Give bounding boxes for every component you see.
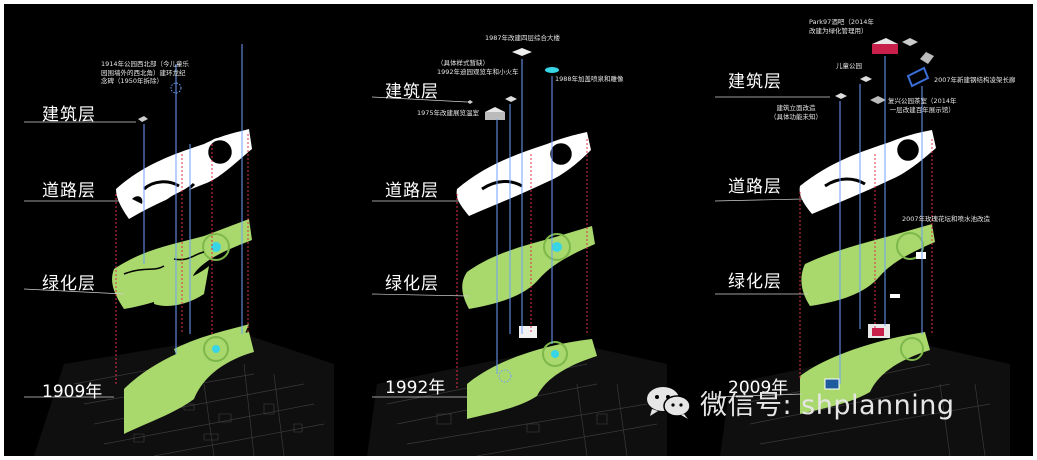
annotation-steel-corridor-2007: 2007年新建钢结构凌架长廊 (934, 76, 1016, 84)
label-building-layer: 建筑层 (42, 105, 96, 125)
annotation-rose-garden-2007: 2007年玫瑰花坛和喷水池改造 (902, 215, 991, 223)
base-green-layer (467, 339, 597, 419)
label-building-layer: 建筑层 (728, 72, 782, 92)
guide-lines (456, 59, 588, 389)
base-green-layer (124, 332, 254, 434)
panel-2009: Park97酒吧（2014年 改建为绿化管理用） 儿童公园 2007年新建钢结构… (690, 4, 1033, 456)
label-year: 2009年 (728, 378, 789, 398)
annotation-park97-bar: Park97酒吧（2014年 改建为绿化管理用） (809, 18, 874, 35)
road-layer (799, 130, 936, 214)
green-layer (462, 226, 595, 309)
annotation-childrens-park: 儿童公园 (836, 62, 862, 70)
annotation-teahouse: 复兴公园茶室（2014年 一层改建百年展示馆） (888, 97, 957, 114)
building-layer (467, 48, 559, 120)
building-layer-marker (138, 116, 148, 122)
road-layer (116, 129, 252, 219)
watermark-text: 微信号: shplanning (700, 389, 955, 421)
annotation-building-1987: 1987年改建四层综合大楼 (485, 34, 561, 42)
label-green-layer: 绿化层 (385, 274, 439, 294)
panel-1992-graphic (367, 48, 667, 456)
label-building-layer: 建筑层 (385, 82, 439, 102)
panel-1909: 1914年公园西北部（今儿童乐 园围墙外的西北角）建环龙纪 念碑（1950年拆除… (4, 4, 347, 456)
monument-marker-icon (170, 82, 182, 94)
label-road-layer: 道路层 (728, 177, 782, 197)
panel-1992: 1987年改建四层综合大楼 （具体样式暂缺） 1992年迪园观览车和小火车 19… (347, 4, 690, 456)
label-road-layer: 道路层 (385, 181, 439, 201)
label-year: 1992年 (385, 378, 446, 398)
label-road-layer: 道路层 (42, 181, 96, 201)
annotation-fountain-1988: 1988年加盖喷泉和雕像 (555, 75, 624, 83)
road-layer (456, 132, 591, 216)
annotation-monument: 1914年公园西北部（今儿童乐 园围墙外的西北角）建环龙纪 念碑（1950年拆除… (101, 60, 190, 85)
label-green-layer: 绿化层 (42, 274, 96, 294)
label-year: 1909年 (42, 382, 103, 402)
guide-lines (115, 44, 249, 384)
annotation-greenhouse-1975: 1975年改建展览温室 (417, 109, 480, 117)
panel-1909-graphic (23, 44, 334, 456)
green-layer (801, 224, 935, 306)
diagram-frame: 1914年公园西北部（今儿童乐 园围墙外的西北角）建环龙纪 念碑（1950年拆除… (4, 4, 1033, 456)
building-layer (835, 38, 934, 104)
annotation-ferris-wheel-1992: （具体样式暂缺） 1992年迪园观览车和小火车 (437, 59, 519, 76)
annotation-facade-renovation: 建筑立面改造 （具体功能未知） (770, 104, 822, 121)
panel-2009-graphic (714, 38, 1010, 456)
watermark: 微信号: shplanning (644, 382, 955, 422)
guide-lines (799, 56, 933, 384)
base-green-layer (800, 332, 930, 414)
label-green-layer: 绿化层 (728, 272, 782, 292)
wechat-icon (647, 387, 691, 419)
